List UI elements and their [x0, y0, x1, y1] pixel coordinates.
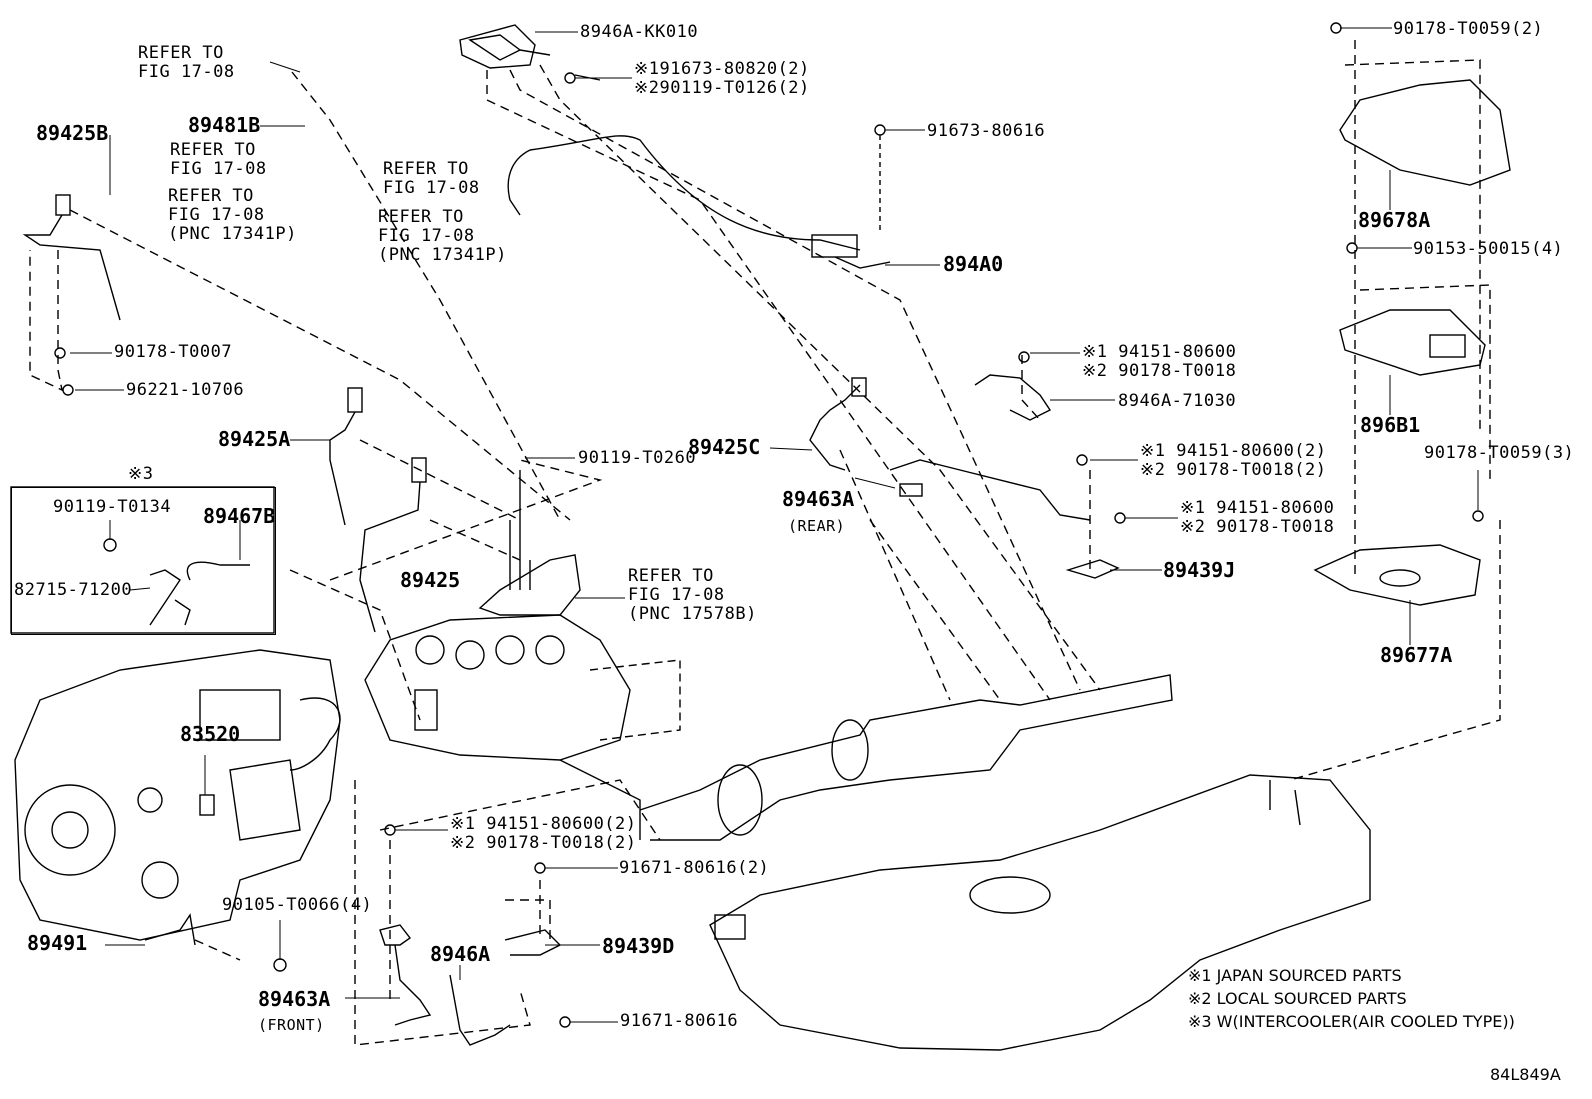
refer-to-text: REFER TO	[383, 159, 469, 179]
sensor-89425c-drawing	[809, 377, 867, 471]
sensor-89463a-rear-drawing	[889, 459, 1091, 521]
legend-note-2: ※2 LOCAL SOURCED PARTS	[1188, 989, 1407, 1008]
callout-89463a-front[interactable]: 89463A	[258, 987, 331, 1011]
callout-90178-t0018-d[interactable]: ※2 90178-T0018(2)	[450, 833, 637, 853]
intercooler-inset	[11, 487, 276, 635]
callout-89463a-rear[interactable]: 89463A	[782, 487, 855, 511]
callout-94151-80600-a[interactable]: ※1 94151-80600	[1082, 342, 1237, 362]
leader-lines	[70, 27, 1479, 1023]
callout-8946a-kk010[interactable]: 8946A-KK010	[580, 22, 699, 42]
pnc-17578b-text: (PNC 17578B)	[628, 604, 757, 624]
refer-to-text: REFER TO	[628, 566, 714, 586]
cover-89678a-drawing	[1330, 22, 1511, 186]
sensor-89425a-drawing	[329, 387, 363, 526]
legend-note-1: ※1 JAPAN SOURCED PARTS	[1188, 966, 1402, 985]
callout-90119-t0126[interactable]: ※290119-T0126(2)	[634, 78, 810, 98]
fig-1708-text: FIG 17-08	[378, 226, 475, 246]
callout-89425a[interactable]: 89425A	[218, 427, 291, 451]
callout-8946a-71030[interactable]: 8946A-71030	[1118, 391, 1237, 411]
harness-8946a-71030-drawing	[974, 351, 1052, 421]
fig-1708-text: FIG 17-08	[628, 585, 725, 605]
callout-896b1[interactable]: 896B1	[1360, 413, 1421, 437]
callout-89467b[interactable]: 89467B	[203, 504, 276, 528]
callout-90178-t0018-b[interactable]: ※2 90178-T0018(2)	[1140, 460, 1327, 480]
dashed-leader-lines	[29, 40, 1501, 1046]
fig-1708-text: FIG 17-08	[168, 205, 265, 225]
callout-90105-t0066[interactable]: 90105-T0066(4)	[222, 895, 373, 915]
rear-label: (REAR)	[788, 517, 846, 535]
engine-assembly-drawing	[14, 649, 341, 941]
refer-to-text: REFER TO	[138, 43, 224, 63]
callout-91673-80616[interactable]: 91673-80616	[927, 121, 1046, 141]
fig-1708-text: FIG 17-08	[383, 178, 480, 198]
ecu-896b1-drawing	[1339, 242, 1486, 376]
callout-90178-t0018-a[interactable]: ※2 90178-T0018	[1082, 361, 1237, 381]
callout-94151-80600-b[interactable]: ※1 94151-80600(2)	[1140, 441, 1327, 461]
inset-mark-3: ※3	[128, 464, 154, 484]
callout-89491[interactable]: 89491	[27, 931, 88, 955]
refer-to-text: REFER TO	[378, 207, 464, 227]
callout-94151-80600-d[interactable]: ※1 94151-80600(2)	[450, 814, 637, 834]
pnc-17341p-text: (PNC 17341P)	[168, 224, 297, 244]
callout-89425b[interactable]: 89425B	[36, 121, 109, 145]
callout-8946a[interactable]: 8946A	[430, 942, 491, 966]
callout-83520[interactable]: 83520	[180, 722, 241, 746]
sensor-89425b-drawing	[22, 194, 121, 396]
callout-90178-t0018-c[interactable]: ※2 90178-T0018	[1180, 517, 1335, 537]
bracket-drawing	[478, 470, 581, 616]
callout-89439j[interactable]: 89439J	[1163, 558, 1236, 582]
callout-94151-80600-c[interactable]: ※1 94151-80600	[1180, 498, 1335, 518]
pnc-17341p-text: (PNC 17341P)	[378, 245, 507, 265]
callout-89425[interactable]: 89425	[400, 568, 461, 592]
callout-91671-80616-2[interactable]: 91671-80616(2)	[619, 858, 770, 878]
exhaust-pipe-drawing	[559, 674, 1173, 841]
fig-1708-text: FIG 17-08	[138, 62, 235, 82]
bracket-89677a-drawing	[1313, 510, 1484, 606]
callout-82715-71200[interactable]: 82715-71200	[14, 580, 133, 600]
front-sensor-area-drawing	[144, 824, 571, 1046]
harness-894a0-drawing	[507, 124, 891, 269]
callout-90119-t0260[interactable]: 90119-T0260	[578, 448, 697, 468]
callout-89425c[interactable]: 89425C	[688, 435, 761, 459]
diagram-id: 84L849A	[1490, 1065, 1561, 1084]
callout-90153-50015[interactable]: 90153-50015(4)	[1413, 239, 1564, 259]
front-label: (FRONT)	[258, 1016, 325, 1034]
refer-to-text: REFER TO	[170, 140, 256, 160]
fig-1708-text: FIG 17-08	[170, 159, 267, 179]
callout-89439d[interactable]: 89439D	[602, 934, 675, 958]
inset-sensor-drawing	[103, 538, 250, 626]
callout-90119-t0134[interactable]: 90119-T0134	[53, 497, 172, 517]
callout-89481b[interactable]: 89481B	[188, 113, 261, 137]
callout-90178-t0059-2[interactable]: 90178-T0059(2)	[1393, 19, 1544, 39]
callout-89678a[interactable]: 89678A	[1358, 208, 1431, 232]
callout-89677a[interactable]: 89677A	[1380, 643, 1453, 667]
engine-manifold-drawing	[364, 614, 681, 761]
sensor-8946a-kk010-drawing	[459, 24, 601, 84]
callout-894a0[interactable]: 894A0	[943, 252, 1004, 276]
sensor-83520-shape	[199, 794, 215, 816]
callout-96221-10706[interactable]: 96221-10706	[126, 380, 245, 400]
legend-note-3: ※3 W(INTERCOOLER(AIR COOLED TYPE))	[1188, 1012, 1515, 1031]
callout-91671-80616[interactable]: 91671-80616	[620, 1011, 739, 1031]
callout-90178-t0007[interactable]: 90178-T0007	[114, 342, 233, 362]
refer-to-text: REFER TO	[168, 186, 254, 206]
callout-90178-t0059-3[interactable]: 90178-T0059(3)	[1424, 443, 1575, 463]
sensor-89425-drawing	[359, 457, 427, 633]
bracket-89439j-drawing	[1065, 454, 1126, 579]
callout-91673-80820[interactable]: ※191673-80820(2)	[634, 59, 810, 79]
fuel-tank-drawing	[709, 774, 1371, 1051]
